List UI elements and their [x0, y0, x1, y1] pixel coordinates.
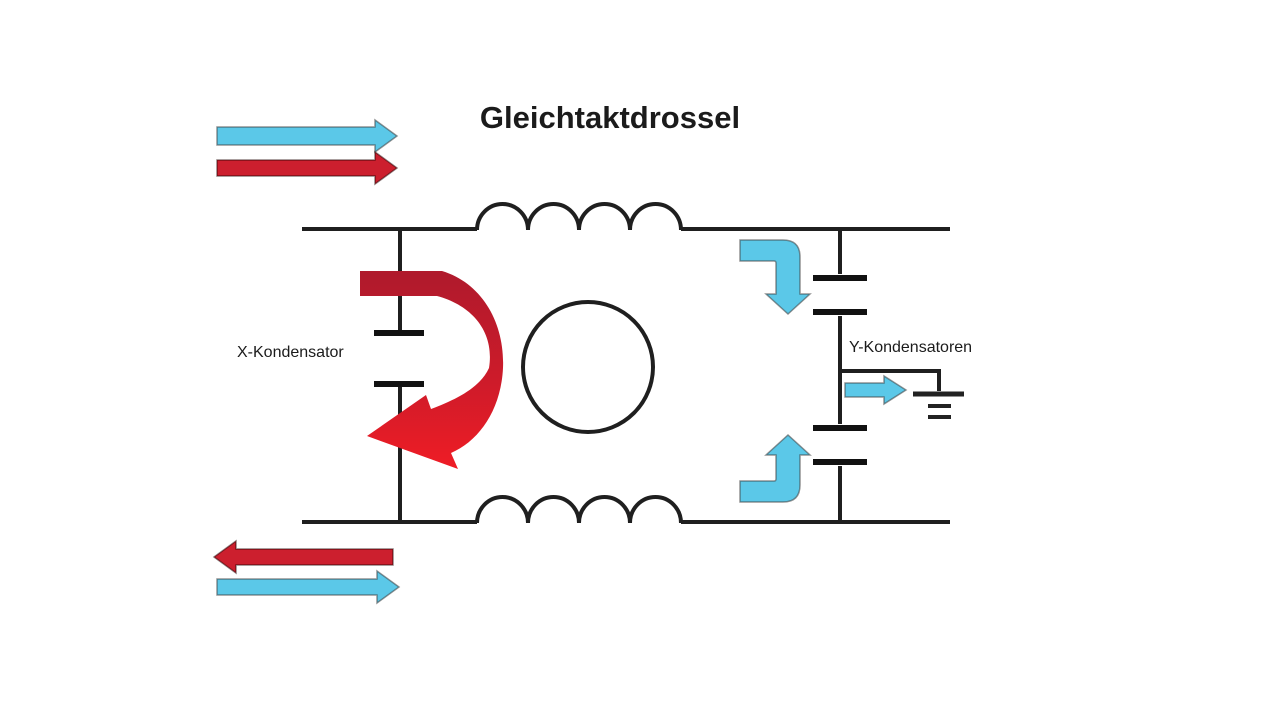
cyan-arrow-to-ground-icon: [844, 374, 908, 406]
bottom-left-red-left-arrow-icon: [212, 539, 394, 575]
top-winding-coil: [475, 202, 683, 231]
bottom-left-cyan-right-arrow-icon: [216, 569, 401, 605]
cyan-bent-arrow-up-icon: [739, 433, 812, 503]
diagram-title: Gleichtaktdrossel: [479, 100, 741, 135]
choke-core-circle: [521, 300, 655, 434]
x-capacitor-label: X-Kondensator: [237, 344, 344, 361]
bottom-winding-coil: [475, 495, 683, 524]
earth-ground-icon: [913, 391, 964, 419]
circuit-wires: [302, 202, 950, 524]
input-flow-arrows: [212, 118, 401, 605]
y-capacitors-label: Y-Kondensatoren: [849, 339, 973, 356]
red-curved-arrow-icon: [360, 271, 504, 469]
top-left-cyan-right-arrow-icon: [216, 118, 399, 154]
leakage-flow-arrows: [739, 239, 908, 503]
cyan-bent-arrow-down-icon: [739, 239, 812, 316]
capacitor-plates: [374, 275, 867, 465]
top-left-red-right-arrow-icon: [216, 150, 399, 186]
ground-branch-wire: [840, 369, 941, 391]
